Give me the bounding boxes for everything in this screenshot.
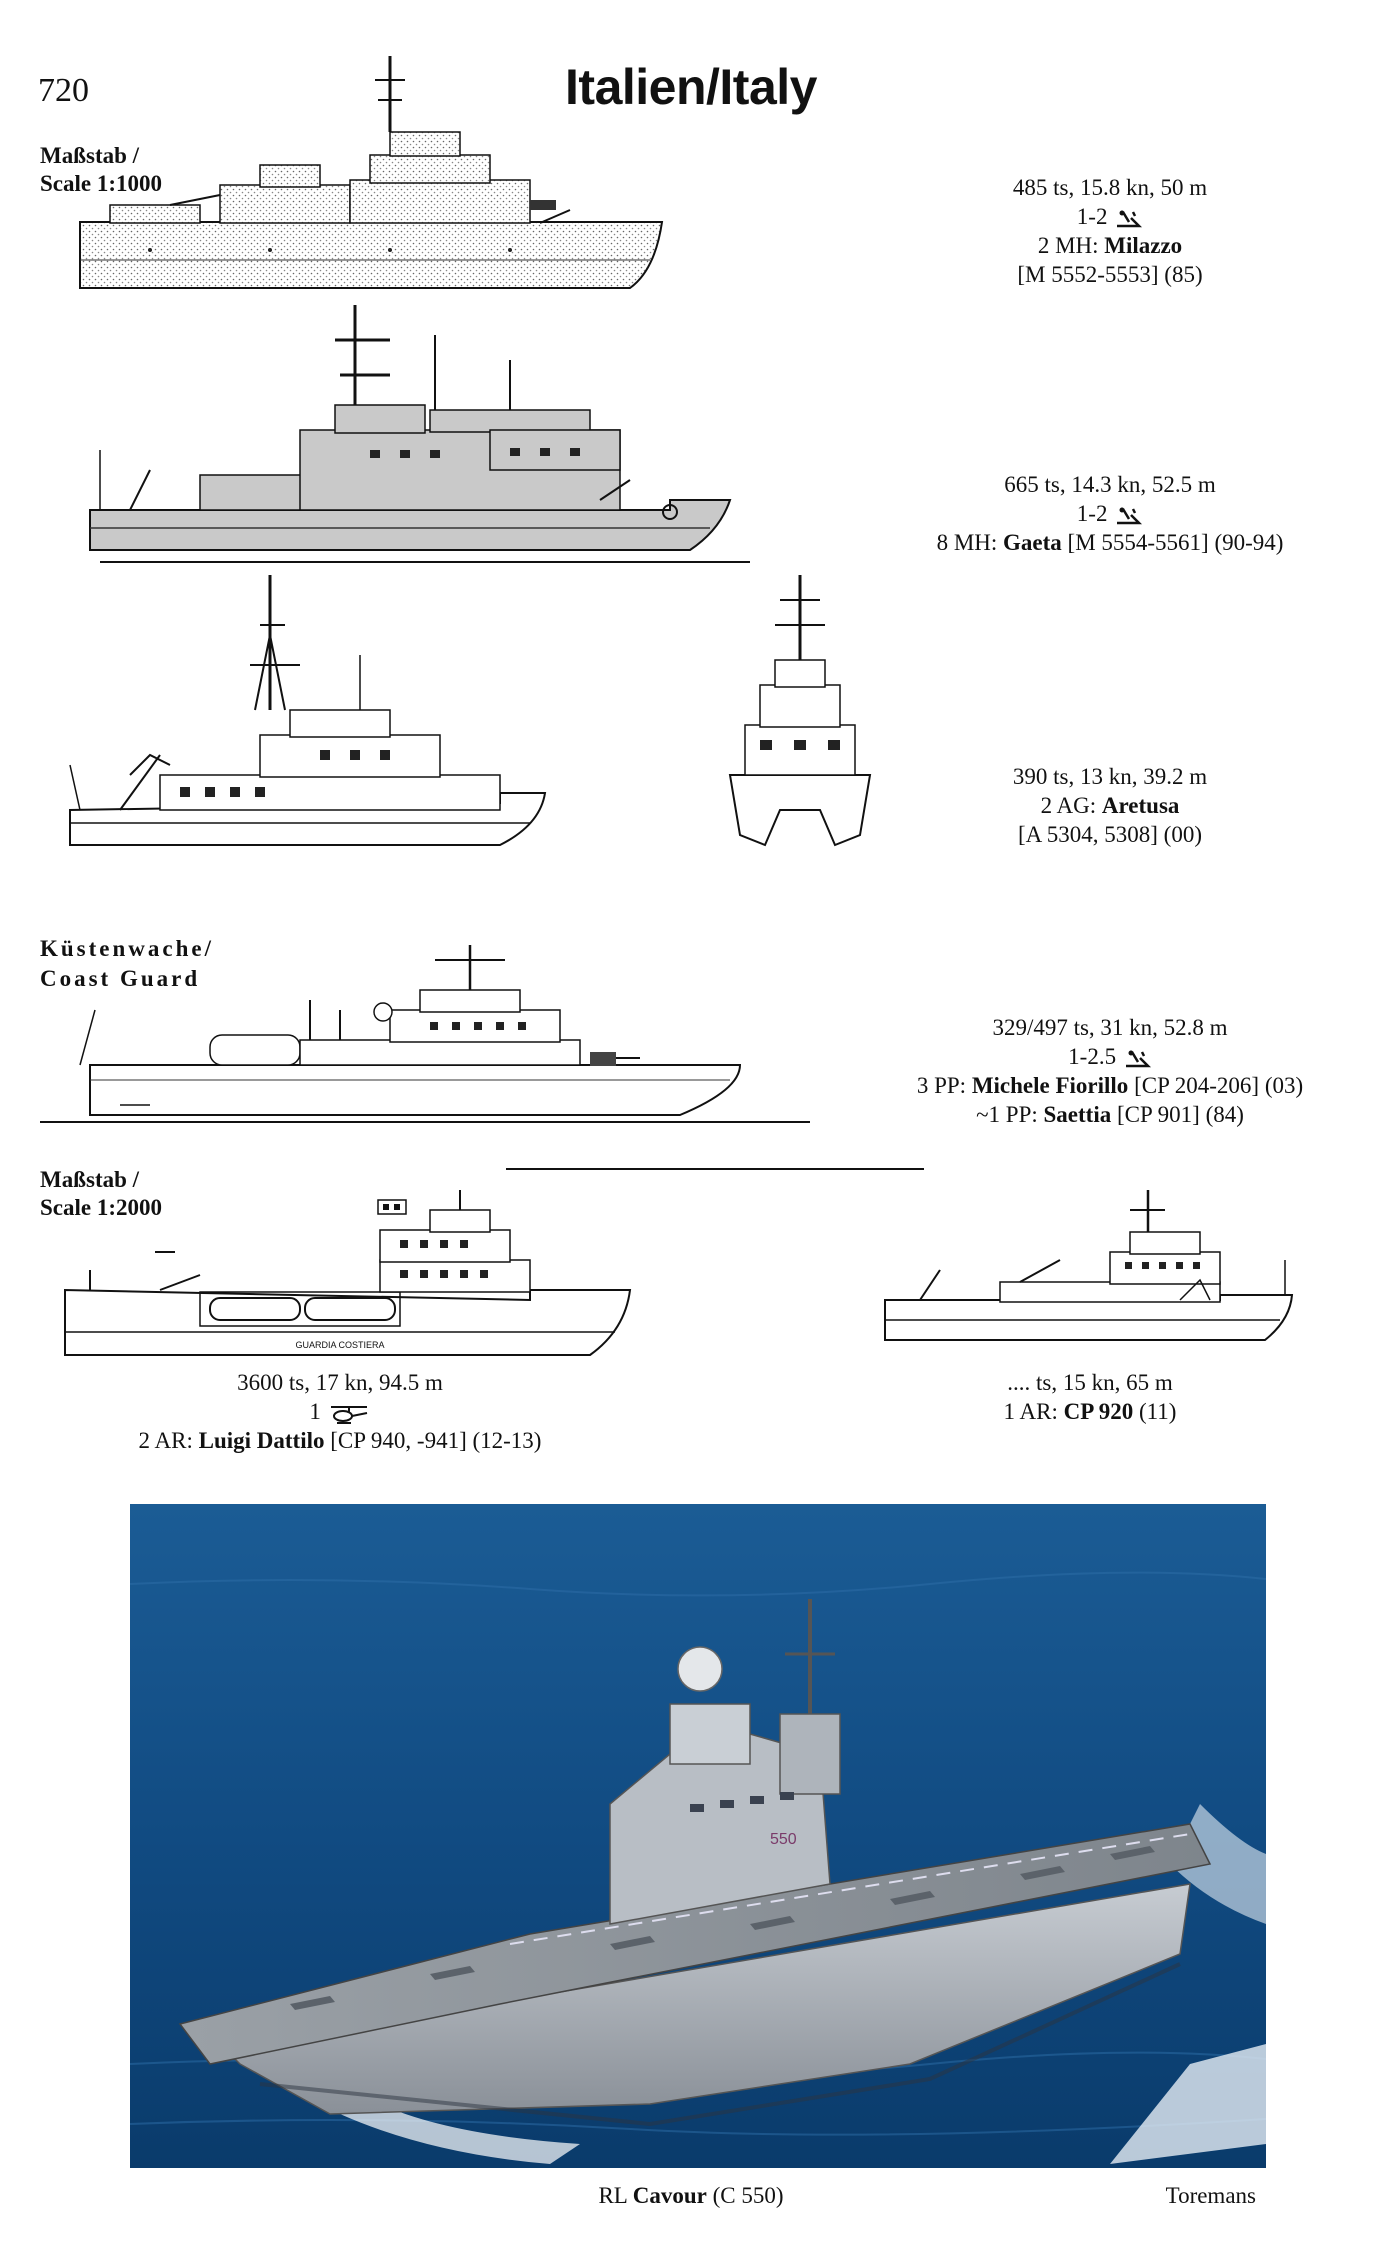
- ship-crew-line: 1-2: [960, 202, 1260, 231]
- coast-guard-line1: Küstenwache/: [40, 936, 214, 961]
- ship-specs-line: 485 ts, 15.8 kn, 50 m: [1012, 175, 1208, 200]
- ship-specs-line: .... ts, 15 kn, 65 m: [1007, 1370, 1173, 1395]
- fiorillo-specs: 329/497 ts, 31 kn, 52.8 m 1-2.5 3 PP: Mi…: [880, 1013, 1340, 1129]
- ship-crew-line: 1-2: [880, 499, 1340, 528]
- ship-type-line: 8 MH: Gaeta [M 5554-5561] (90-94): [880, 528, 1340, 557]
- ship-name: Michele Fiorillo: [971, 1073, 1129, 1098]
- ship-name: Aretusa: [1101, 793, 1180, 818]
- ship-specs-line: 329/497 ts, 31 kn, 52.8 m: [992, 1015, 1228, 1040]
- ship-type: ~1 PP:: [976, 1102, 1044, 1127]
- caption-ship-name: Cavour: [632, 2183, 707, 2208]
- photo-credit: Toremans: [1165, 2183, 1256, 2208]
- swimmer-diver-icon: [1117, 210, 1143, 227]
- coast-guard-label: Küstenwache/ Coast Guard: [40, 934, 214, 994]
- ship-type: 8 MH:: [936, 530, 1004, 555]
- ship-type: 3 PP:: [916, 1073, 972, 1098]
- ship-heli-line: 1: [70, 1397, 610, 1426]
- ship-type: 2 MH:: [1037, 233, 1105, 258]
- milazzo-drawing: [79, 56, 664, 289]
- ship-name: Luigi Dattilo: [198, 1428, 325, 1453]
- ship-name: Gaeta: [1003, 530, 1062, 555]
- cp920-drawing: [884, 1190, 1294, 1341]
- scale-label-2000: Maßstab / Scale 1:2000: [40, 1166, 162, 1222]
- scale-label-line2: Scale 1:1000: [40, 171, 163, 196]
- ship-type: 2 AG:: [1040, 793, 1102, 818]
- ship-pennants: [CP 940, -941] (12-13): [324, 1428, 542, 1453]
- ship-pennants: [CP 901] (84): [1111, 1102, 1244, 1127]
- swimmer-diver-icon: [1117, 507, 1143, 524]
- crew-count: 1-2: [1076, 501, 1108, 526]
- dattilo-drawing: GUARDIA COSTIERA: [64, 1190, 632, 1356]
- ship-type: 2 AR:: [138, 1428, 199, 1453]
- ship-pennants: [CP 204-206] (03): [1128, 1073, 1304, 1098]
- ship-specs-line: 390 ts, 13 kn, 39.2 m: [1012, 764, 1208, 789]
- ship-type-line-2: ~1 PP: Saettia [CP 901] (84): [880, 1100, 1340, 1129]
- coast-guard-line2: Coast Guard: [40, 966, 201, 991]
- ship-specs-line: 3600 ts, 17 kn, 94.5 m: [237, 1370, 443, 1395]
- ship-type-line: 2 AG: Aretusa: [960, 791, 1260, 820]
- swimmer-diver-icon: [1125, 1050, 1151, 1067]
- caption-prefix: RL: [598, 2183, 633, 2208]
- caption-suffix: (C 550): [706, 2183, 784, 2208]
- ship-pennants: [A 5304, 5308] (00): [1018, 822, 1202, 847]
- ship-name: Milazzo: [1104, 233, 1183, 258]
- section-divider: [506, 1168, 924, 1170]
- hull-number: 550: [770, 1831, 797, 1848]
- photo-caption: RL Cavour (C 550): [0, 2183, 1382, 2209]
- ship-crew-line: 1-2.5: [880, 1042, 1340, 1071]
- ship-type: 1 AR:: [1003, 1399, 1064, 1424]
- hull-lettering: GUARDIA COSTIERA: [295, 1340, 384, 1350]
- scale-label-line1: Maßstab /: [40, 143, 140, 168]
- aretusa-side-drawing: [69, 575, 547, 846]
- crew-count: 1-2.5: [1068, 1044, 1117, 1069]
- fiorillo-drawing: [40, 945, 810, 1123]
- helicopter-icon: [330, 1405, 367, 1424]
- ship-name: Saettia: [1043, 1102, 1112, 1127]
- scale-label-line2: Scale 1:2000: [40, 1195, 163, 1220]
- ship-type-line: 2 MH: Milazzo: [960, 231, 1260, 260]
- gaeta-specs: 665 ts, 14.3 kn, 52.5 m 1-2 8 MH: Gaeta …: [880, 470, 1340, 557]
- ship-name: CP 920: [1063, 1399, 1134, 1424]
- ship-pennants: [M 5554-5561] (90-94): [1061, 530, 1284, 555]
- aretusa-specs: 390 ts, 13 kn, 39.2 m 2 AG: Aretusa [A 5…: [960, 762, 1260, 849]
- gaeta-drawing: [89, 305, 750, 563]
- crew-count: 1-2: [1076, 204, 1108, 229]
- milazzo-specs: 485 ts, 15.8 kn, 50 m 1-2 2 MH: Milazzo …: [960, 173, 1260, 289]
- page-title: Italien/Italy: [565, 59, 817, 115]
- page-number: 720: [38, 72, 89, 109]
- ship-specs-line: 665 ts, 14.3 kn, 52.5 m: [1004, 472, 1216, 497]
- ship-type-line: 2 AR: Luigi Dattilo [CP 940, -941] (12-1…: [70, 1426, 610, 1455]
- scale-label-1000: Maßstab / Scale 1:1000: [40, 142, 162, 198]
- cavour-photo: 550: [130, 1504, 1266, 2168]
- ship-pennants: (11): [1133, 1399, 1177, 1424]
- heli-count: 1: [309, 1399, 321, 1424]
- ship-type-line: 3 PP: Michele Fiorillo [CP 204-206] (03): [880, 1071, 1340, 1100]
- cp920-specs: .... ts, 15 kn, 65 m 1 AR: CP 920 (11): [920, 1368, 1260, 1426]
- scale-label-line1: Maßstab /: [40, 1167, 140, 1192]
- ship-type-line: 1 AR: CP 920 (11): [920, 1397, 1260, 1426]
- ship-pennants: [M 5552-5553] (85): [1017, 262, 1203, 287]
- aretusa-bow-drawing: [728, 575, 872, 847]
- dattilo-specs: 3600 ts, 17 kn, 94.5 m 1 2 AR: Luigi Dat…: [70, 1368, 610, 1455]
